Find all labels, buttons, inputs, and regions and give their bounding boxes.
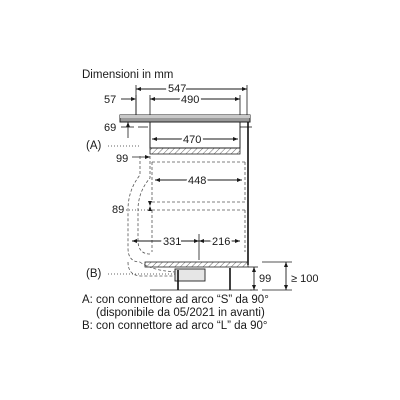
- dim-216: 216: [199, 234, 240, 250]
- dim-547-label: 547: [168, 83, 186, 95]
- dim-89: 89: [112, 201, 152, 216]
- dim-547: 547: [135, 81, 248, 115]
- dim-89-label: 89: [112, 204, 124, 216]
- cooktop: [119, 114, 251, 123]
- legend-line-b: B: con connettore ad arco “L” da 90°: [82, 320, 268, 332]
- dim-99-top-label: 99: [116, 153, 128, 165]
- marker-a: (A): [86, 140, 140, 152]
- dim-57: 57: [104, 94, 137, 115]
- dim-448-label: 448: [188, 175, 206, 187]
- dim-100-label: ≥ 100: [291, 273, 318, 285]
- dim-100: ≥ 100: [262, 261, 318, 291]
- dim-470-label: 470: [183, 134, 201, 146]
- dim-331-label: 331: [163, 236, 181, 248]
- dim-448: 448: [155, 173, 242, 189]
- legend-line-a-note: (disponibile da 05/2021 in avanti): [96, 307, 265, 319]
- marker-b: (B): [86, 268, 175, 280]
- marker-b-label: (B): [86, 268, 102, 280]
- marker-a-label: (A): [86, 140, 102, 152]
- dim-331: 331: [132, 234, 200, 260]
- dimensions-title: Dimensioni in mm: [82, 69, 173, 81]
- dim-69-label: 69: [104, 122, 116, 134]
- appliance-body: [138, 121, 252, 155]
- dim-99-top: 99: [116, 153, 150, 165]
- dim-99-bottom: 99: [248, 266, 271, 291]
- plinth: [127, 261, 252, 291]
- dim-99-bottom-label: 99: [259, 273, 271, 285]
- dim-216-label: 216: [212, 236, 230, 248]
- dim-490-label: 490: [181, 94, 199, 106]
- dim-490: 490: [149, 92, 241, 115]
- legend-line-a: A: con connettore ad arco “S” da 90°: [82, 294, 269, 306]
- dim-57-label: 57: [104, 94, 116, 106]
- dim-69: 69: [104, 122, 134, 138]
- dim-470: 470: [152, 132, 238, 148]
